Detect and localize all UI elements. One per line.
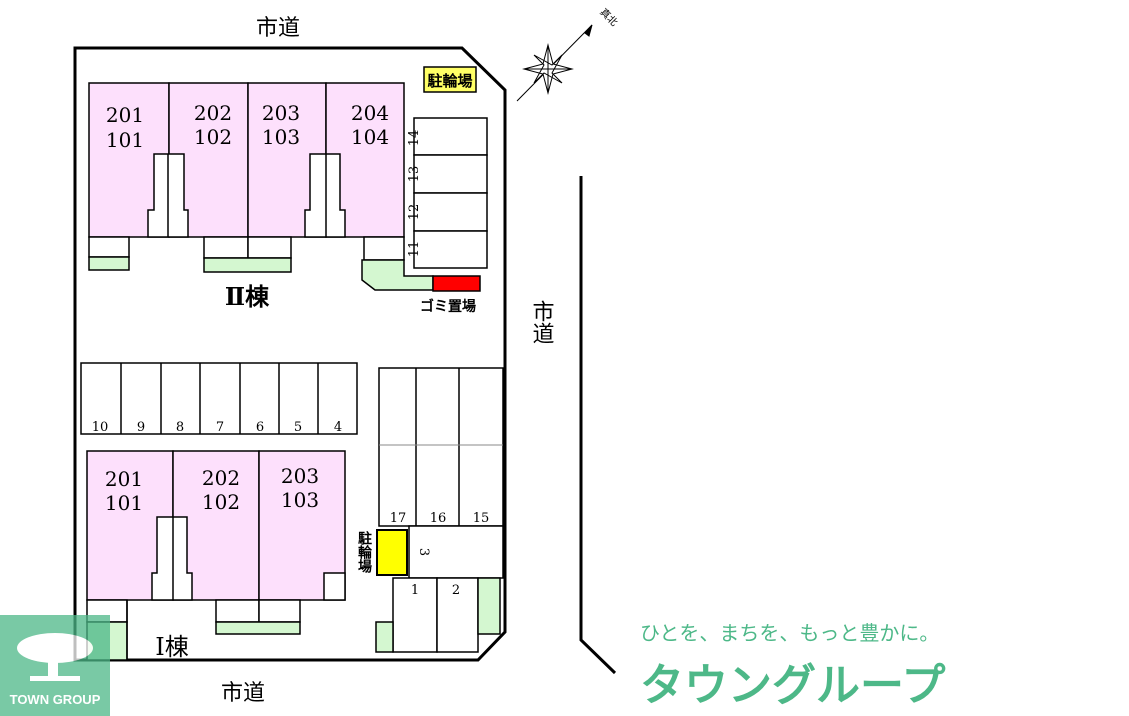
unit-label: 101 [106, 128, 144, 152]
parking-slot-label: 7 [216, 420, 224, 435]
unit-label: 202 [202, 466, 240, 490]
unit-label: 102 [194, 125, 232, 149]
parking-slot-label: 11 [407, 241, 422, 258]
parking-slot-label: 14 [407, 130, 422, 147]
bike-parking-bottom-label: 駐輪場 [356, 530, 372, 574]
garbage-label: ゴミ置場 [420, 298, 476, 315]
parking-slot-label: 6 [256, 420, 264, 435]
unit-label: 203 [262, 101, 300, 125]
unit-label: 103 [281, 488, 319, 512]
unit-label: 103 [262, 125, 300, 149]
road-right-label: 市道 [529, 300, 555, 344]
unit-label: 202 [194, 101, 232, 125]
parking-slot-label: 17 [390, 511, 407, 526]
bike-parking-bottom [376, 529, 408, 576]
parking-slot-label: 9 [137, 420, 145, 435]
bike-parking-top [423, 66, 477, 93]
parking-slot-label: 2 [452, 583, 460, 598]
parking-slot-label: 13 [407, 166, 422, 183]
road-edge [579, 176, 617, 675]
road-bottom-label: 市道 [221, 681, 265, 706]
unit-label: 203 [281, 464, 319, 488]
parking-bottom [375, 577, 501, 653]
tree-logo-icon [17, 633, 93, 681]
town-group-watermark: TOWN GROUP [0, 615, 110, 716]
parking-middle-row [80, 362, 358, 435]
parking-right-column-labels: 14 13 12 11 [407, 130, 422, 258]
parking-slot-label: 16 [430, 511, 447, 526]
compass-rose-icon [516, 24, 593, 102]
parking-right-column [413, 117, 488, 269]
unit-label: 104 [351, 125, 389, 149]
building-1-unit-labels: 201 101 202 102 203 103 [105, 464, 319, 515]
unit-label: 204 [351, 101, 389, 125]
unit-label: 201 [105, 467, 143, 491]
building-2-name: Ⅱ棟 [225, 282, 270, 311]
parking-right-block-labels: 17 16 15 3 [390, 511, 490, 556]
parking-slot-label: 10 [92, 420, 109, 435]
parking-slot-label: 5 [294, 420, 302, 435]
parking-middle-row-labels: 10 9 8 7 6 5 4 [92, 420, 342, 435]
brand-en: TOWN GROUP [10, 692, 101, 707]
bike-parking-top-label: 駐輪場 [427, 72, 472, 90]
unit-label: 201 [106, 103, 144, 127]
parking-slot-label: 4 [334, 420, 342, 435]
parking-slot-label: 15 [473, 511, 490, 526]
slogan: ひとを、まちを、もっと豊かに。 [640, 621, 939, 645]
parking-slot-label: 8 [176, 420, 184, 435]
parking-slot-label: 12 [407, 204, 422, 221]
parking-slot-label: 1 [411, 583, 419, 598]
building-1-name: Ⅰ棟 [155, 633, 188, 661]
road-top-label: 市道 [256, 16, 300, 41]
unit-label: 101 [105, 491, 143, 515]
building-2 [88, 82, 434, 291]
garbage-area [432, 275, 481, 292]
parking-right-block [378, 367, 504, 579]
compass-label: 真北 [597, 5, 620, 28]
parking-slot-label: 3 [416, 548, 431, 556]
building-2-unit-labels: 201 101 202 102 203 103 204 104 [106, 101, 389, 152]
unit-label: 102 [202, 490, 240, 514]
brand-jp: タウングループ [640, 660, 945, 711]
